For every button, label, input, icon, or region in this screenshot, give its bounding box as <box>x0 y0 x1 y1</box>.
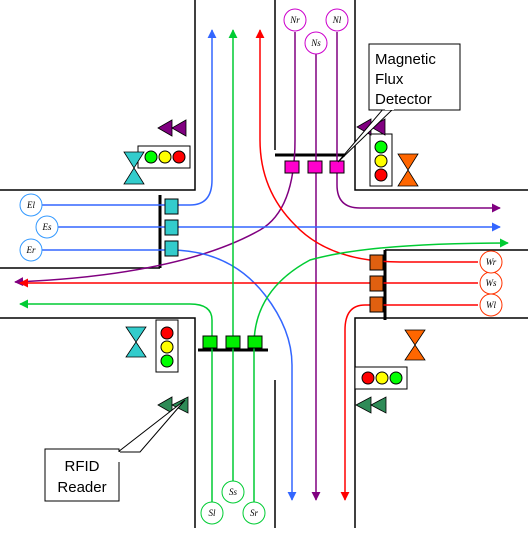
lane-labels-south <box>200 480 266 525</box>
detector-east-3 <box>164 240 179 257</box>
lane-labels-west <box>479 250 503 317</box>
detector-north-2 <box>307 160 323 174</box>
lane-label-wr: Wr <box>486 257 497 267</box>
detector-south-2 <box>225 335 241 349</box>
callout-rfid-reader: RFID Reader <box>44 399 186 502</box>
lane-label-nl: Nl <box>332 15 342 25</box>
detector-south-3 <box>247 335 263 349</box>
path-north-left <box>336 32 501 213</box>
reader-south-green <box>157 396 173 414</box>
lane-label-ns: Ns <box>310 38 321 48</box>
detectors-south <box>202 335 263 349</box>
callout-rfid-line-2: Reader <box>57 479 106 496</box>
traffic-light-icon <box>155 319 179 373</box>
lane-labels-north <box>283 8 349 55</box>
callout-rfid-line-1: RFID <box>65 458 100 475</box>
lane-label-ws: Ws <box>486 278 497 288</box>
lane-labels-east <box>19 193 59 262</box>
callout-magnetic-flux-detector: Magnetic Flux Detector <box>337 43 461 163</box>
detector-west-1 <box>369 275 384 292</box>
lane-label-sl: Sl <box>208 508 216 518</box>
path-east-right <box>40 249 297 501</box>
path-south-left <box>19 299 213 510</box>
traffic-light-icon <box>137 145 191 169</box>
traffic-light-icon <box>354 366 408 390</box>
callout-magnetic-line-1: Magnetic <box>375 51 436 68</box>
detector-east-2 <box>164 219 179 236</box>
curb-nw <box>0 0 196 191</box>
reader-south-cyan <box>125 326 147 343</box>
reader-east-orange <box>404 329 426 346</box>
lane-label-wl: Wl <box>486 300 496 310</box>
path-west-left <box>340 304 478 501</box>
callout-magnetic-line-2: Flux <box>375 71 404 88</box>
detectors-north <box>284 160 345 174</box>
reader-west-orange <box>397 153 419 171</box>
detectors-west <box>369 254 384 313</box>
reader-east-green <box>355 396 372 414</box>
path-east-left <box>40 29 217 206</box>
lane-label-er: Er <box>26 245 36 255</box>
curb-se <box>354 317 528 528</box>
curb-ne <box>354 0 528 191</box>
detector-south-1 <box>202 335 218 349</box>
detector-north-1 <box>284 160 300 174</box>
lane-label-el: El <box>26 200 35 210</box>
callout-magnetic-line-3: Detector <box>375 91 432 108</box>
detector-west-2 <box>369 296 384 313</box>
lane-label-es: Es <box>42 222 52 232</box>
detector-west-3 <box>369 254 384 271</box>
path-south-right <box>253 238 509 510</box>
lane-label-nr: Nr <box>289 15 300 25</box>
curb-sw <box>0 317 196 528</box>
traffic-light-icon <box>369 133 393 187</box>
lane-label-ss: Ss <box>229 487 238 497</box>
reader-east-cyan <box>123 151 145 169</box>
detector-north-3 <box>329 160 345 174</box>
lane-label-sr: Sr <box>250 508 259 518</box>
detectors-east <box>164 198 179 257</box>
reader-north-west <box>157 119 173 137</box>
detector-east-1 <box>164 198 179 215</box>
